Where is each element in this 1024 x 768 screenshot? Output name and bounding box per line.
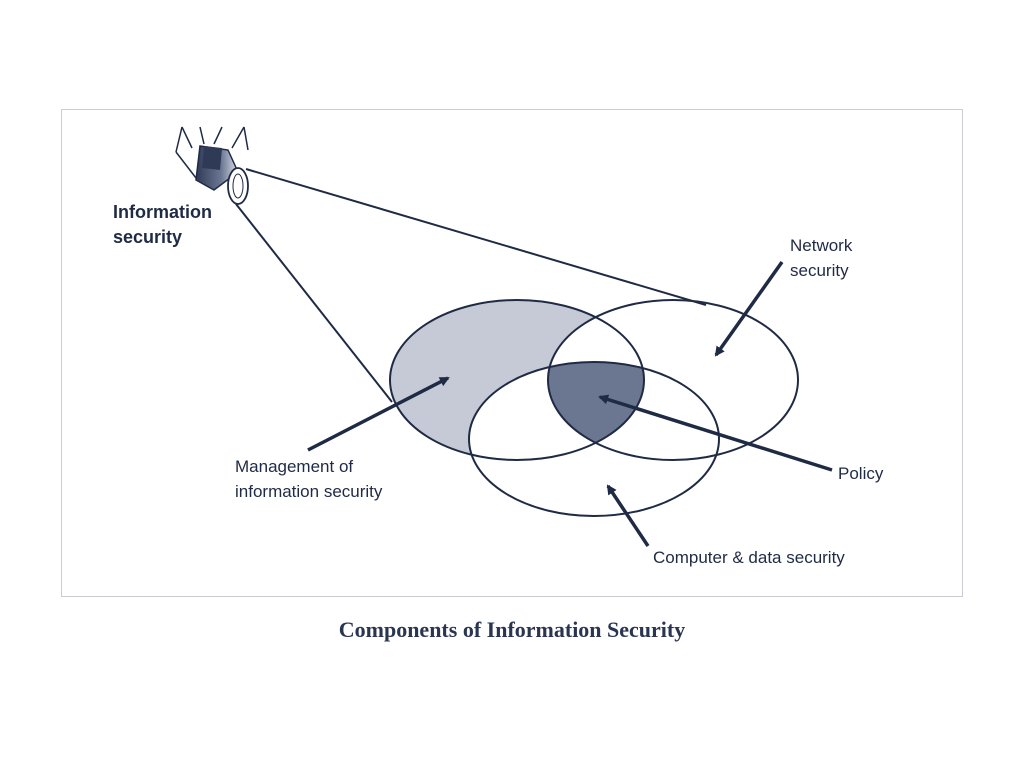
network-security-ellipse bbox=[547, 299, 799, 461]
camera-icon bbox=[175, 126, 249, 205]
projection-line-lower bbox=[235, 203, 393, 403]
label-information-security: Information security bbox=[113, 202, 217, 247]
projection-line-upper bbox=[245, 168, 707, 306]
arrow-computer-data bbox=[606, 484, 650, 547]
computer-data-security-ellipse bbox=[468, 361, 720, 517]
label-network-security: Network security bbox=[790, 236, 857, 280]
management-ellipse bbox=[389, 299, 645, 461]
arrow-management bbox=[307, 376, 450, 452]
label-policy: Policy bbox=[838, 464, 884, 483]
label-computer-data-security: Computer & data security bbox=[653, 548, 845, 567]
arrow-policy bbox=[598, 394, 833, 472]
label-management: Management of information security bbox=[235, 457, 383, 501]
figure-caption: Components of Information Security bbox=[338, 617, 686, 642]
arrow-network bbox=[714, 260, 784, 357]
